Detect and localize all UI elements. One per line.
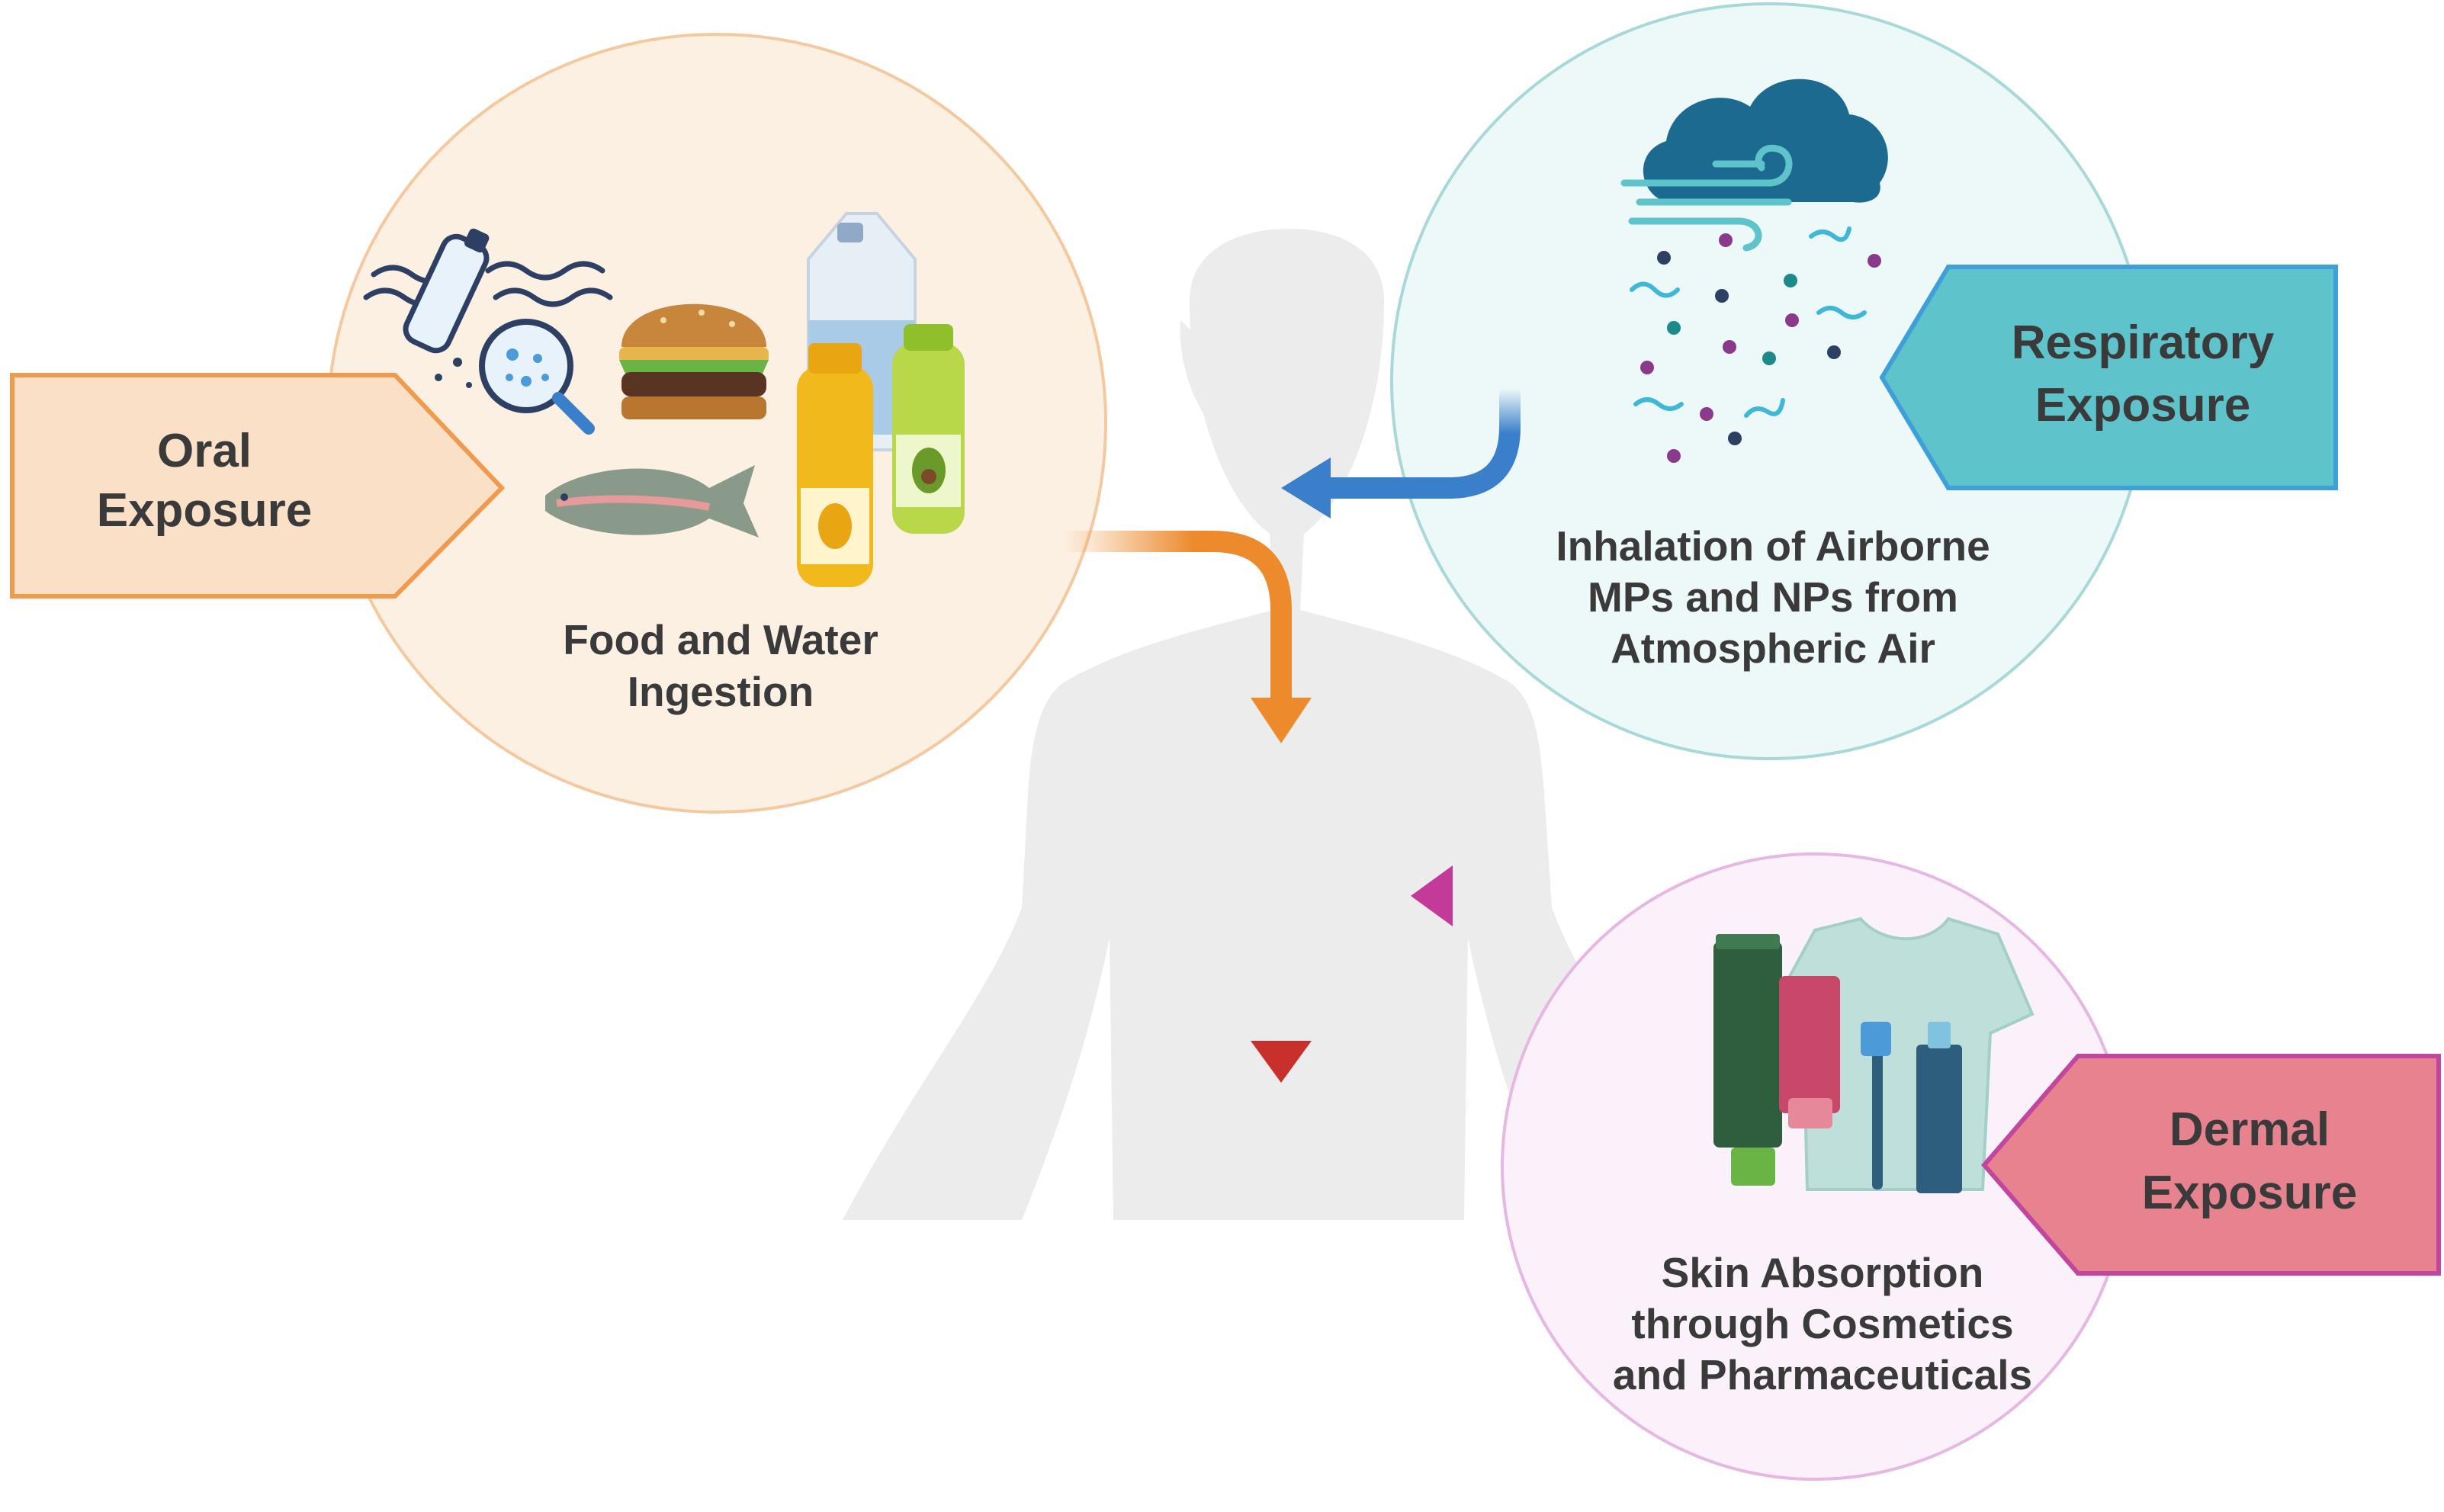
toothpaste-icon	[1916, 1022, 1962, 1193]
respiratory-exposure-tag: Respiratory Exposure	[1879, 265, 2338, 490]
respiratory-caption-line2: MPs and NPs from	[1588, 573, 1958, 621]
oral-arrow	[1064, 531, 1312, 743]
respiratory-section: Inhalation of Airborne MPs and NPs from …	[1390, 2, 2148, 760]
dermal-tag-line1: Dermal	[2169, 1103, 2330, 1156]
dermal-section: Skin Absorption through Cosmetics and Ph…	[1501, 852, 2129, 1481]
oral-caption-line2: Ingestion	[628, 668, 814, 715]
respiratory-caption-line3: Atmospheric Air	[1611, 624, 1935, 672]
oral-tag-line2: Exposure	[97, 484, 313, 537]
juice-bottle-icon	[797, 324, 965, 587]
dermal-caption-line3: and Pharmaceuticals	[1613, 1351, 2032, 1398]
respiratory-arrow	[1281, 389, 1521, 518]
oral-tag-line1: Oral	[157, 425, 252, 477]
oral-caption-line1: Food and Water	[563, 616, 878, 663]
respiratory-tag-line1: Respiratory	[2012, 316, 2275, 369]
dermal-arrow	[1411, 865, 1659, 926]
oral-section: Food and Water Ingestion	[326, 33, 1107, 814]
dermal-exposure-tag: Dermal Exposure	[1981, 1054, 2441, 1276]
oral-exposure-tag: Oral Exposure	[10, 373, 506, 599]
toothbrush-icon	[1861, 1022, 1891, 1189]
magnifier-icon	[479, 319, 595, 435]
respiratory-caption-line1: Inhalation of Airborne	[1556, 522, 1990, 570]
dermal-tag-line2: Exposure	[2142, 1167, 2358, 1219]
particles-icon	[1630, 226, 1881, 463]
respiratory-tag-line2: Exposure	[2035, 379, 2251, 432]
cloud-icon	[1643, 79, 1888, 203]
wind-icon	[1620, 144, 1793, 252]
fish-icon	[545, 465, 759, 538]
internal-arrow	[1251, 930, 1312, 1083]
dermal-caption-line2: through Cosmetics	[1631, 1300, 2013, 1347]
cosmetic-tube-icon	[1713, 934, 1840, 1186]
water-bottle-icon	[363, 228, 613, 388]
burger-icon	[619, 303, 769, 419]
dermal-caption-line1: Skin Absorption	[1662, 1249, 1984, 1296]
